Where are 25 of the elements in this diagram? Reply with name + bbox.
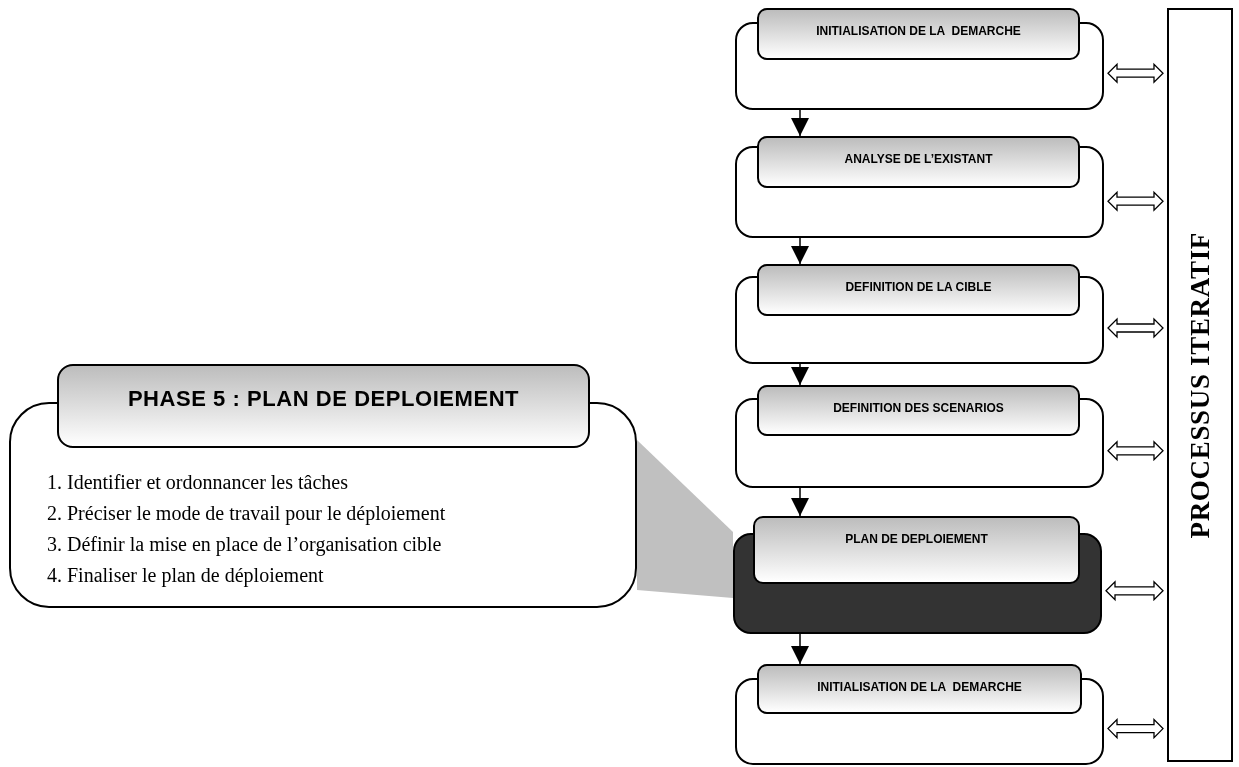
vertical-label: PROCESSUS ITERATIF <box>1183 231 1216 539</box>
arrow <box>791 487 809 517</box>
double-arrow <box>1107 62 1164 84</box>
task-item: 1. Identifier et ordonnancer les tâches <box>47 470 349 495</box>
phase-header: ANALYSE DE L’EXISTANT <box>757 136 1080 188</box>
task-item: 2. Préciser le mode de travail pour le déploiement <box>47 501 446 527</box>
phase-header: DEFINITION DES SCENARIOS <box>757 385 1080 436</box>
callout-header: PHASE 5 : PLAN DE DEPLOIEMENT <box>57 364 590 448</box>
double-arrow <box>1107 317 1164 339</box>
arrow <box>791 237 809 265</box>
arrow <box>791 363 809 386</box>
task-item: 4. Finaliser le plan de déploiement <box>47 563 325 589</box>
phase-header: DEFINITION DE LA CIBLE <box>757 264 1080 316</box>
phase-header: INITIALISATION DE LA DEMARCHE <box>757 8 1080 60</box>
phase-header: INITIALISATION DE LA DEMARCHE <box>757 664 1082 714</box>
double-arrow <box>1105 580 1164 602</box>
double-arrow <box>1107 440 1164 462</box>
arrow <box>791 109 809 137</box>
callout-pointer <box>637 440 733 598</box>
double-arrow <box>1107 190 1164 212</box>
phase-header: PLAN DE DEPLOIEMENT <box>753 516 1080 584</box>
process-bar <box>1167 8 1233 762</box>
arrow <box>791 633 809 665</box>
task-item: 3. Définir la mise en place de l’organisation cible <box>47 532 443 558</box>
double-arrow <box>1107 718 1164 740</box>
